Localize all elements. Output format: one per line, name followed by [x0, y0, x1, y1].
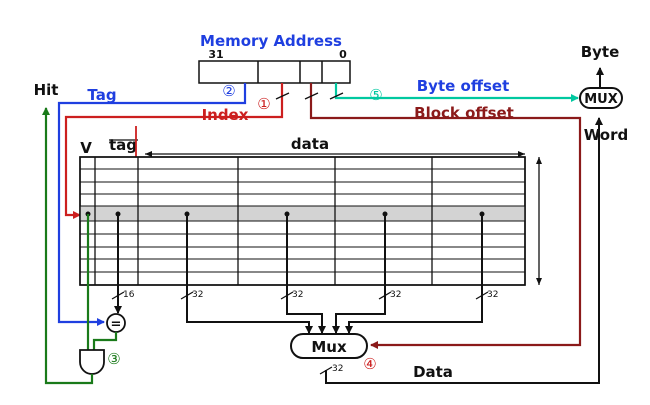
step-4-marker: ④: [363, 355, 376, 373]
data-word-width-1: 32: [192, 290, 203, 300]
v-column-header: V: [80, 139, 92, 157]
data-word-width-4: 32: [487, 290, 498, 300]
cache-table: [79, 156, 526, 286]
byte-label: Byte: [581, 43, 620, 61]
selected-cache-row: [80, 206, 525, 221]
data-word-line-3: [332, 214, 386, 334]
step-5-marker: ⑤: [369, 86, 382, 104]
compare-to-and-line: [92, 332, 118, 350]
tag-bus-width: 16: [123, 290, 135, 300]
data-word-width-3: 32: [390, 290, 401, 300]
data-column-span: [145, 151, 525, 157]
block-mux-label: Mux: [311, 338, 347, 356]
comparator-symbol: =: [111, 317, 122, 332]
tag-column-header: tag: [109, 136, 137, 154]
word-label: Word: [584, 126, 628, 144]
byte-mux: MUX: [579, 87, 623, 109]
data-column-header: data: [291, 135, 329, 153]
tag-bus-slash: [111, 291, 125, 300]
block-mux: Mux: [290, 333, 368, 359]
address-register: [198, 60, 351, 84]
step-2-marker: ②: [222, 82, 235, 100]
data-bus-width: 32: [332, 364, 343, 374]
byte-offset-label: Byte offset: [417, 77, 510, 95]
tag-label: Tag: [87, 86, 116, 104]
block-offset-label: Block offset: [414, 104, 514, 122]
step-3-marker: ③: [107, 350, 120, 368]
index-signal-line: [64, 83, 284, 219]
byte-offset-signal-line: [334, 83, 579, 102]
data-word-line-4: [345, 214, 483, 334]
data-word-slash-1: [180, 291, 194, 300]
data-word-paths: [184, 211, 485, 334]
data-bus-slash: [319, 366, 333, 375]
data-output-label: Data: [413, 363, 453, 381]
index-label: Index: [202, 106, 249, 124]
data-word-slash-4: [475, 291, 489, 300]
hit-and-gate: [79, 349, 105, 375]
data-word-line-2: [286, 214, 326, 334]
data-word-line-1: [186, 214, 313, 334]
step-1-marker: ①: [257, 95, 270, 113]
hit-label: Hit: [34, 81, 59, 99]
data-word-slash-3: [378, 291, 392, 300]
data-word-slash-2: [280, 291, 294, 300]
byte-offset-bus-slash: [329, 92, 344, 100]
bit-31-label: 31: [208, 48, 223, 61]
block-offset-signal-line: [309, 83, 582, 349]
index-bus-slash: [275, 92, 290, 100]
tag-comparator: =: [106, 313, 126, 333]
data-word-widths: 32 32 32 32: [180, 290, 498, 300]
rows-span-arrow: [536, 157, 542, 285]
data-word-width-2: 32: [292, 290, 303, 300]
memory-address-title: Memory Address: [200, 32, 342, 50]
data-to-word-line: [325, 117, 603, 384]
bit-0-label: 0: [339, 48, 347, 61]
tag-signal-line: [57, 83, 247, 326]
hit-output-line: [42, 107, 94, 385]
block-offset-bus-slash: [304, 92, 319, 100]
byte-mux-label: MUX: [584, 92, 618, 107]
